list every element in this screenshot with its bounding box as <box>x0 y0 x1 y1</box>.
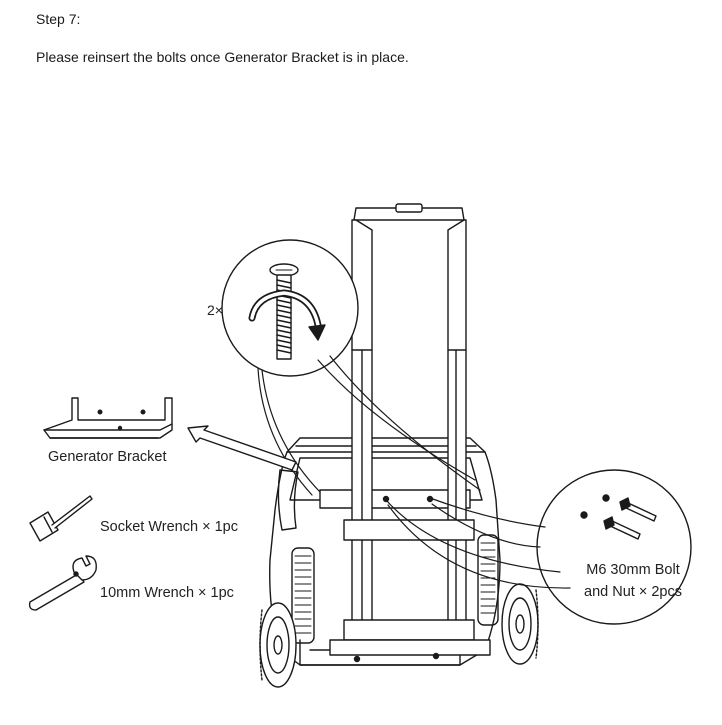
right-wheel <box>501 583 539 665</box>
socket-wrench-icon <box>29 495 93 542</box>
multiplier-label: 2× <box>207 302 223 318</box>
generator-bracket-icon <box>43 397 173 439</box>
open-end-wrench-icon <box>28 555 97 611</box>
instruction-text: Please reinsert the bolts once Generator… <box>36 49 409 65</box>
left-wheel <box>259 602 297 688</box>
bolt-nut-label: M6 30mm Bolt and Nut × 2pcs <box>570 559 696 603</box>
magnifier-leader-lines <box>257 355 481 496</box>
step-title: Step 7: <box>36 11 81 27</box>
generator-bracket-label: Generator Bracket <box>48 449 167 465</box>
bolt-detail-magnifier <box>221 239 359 377</box>
bolt-leader-lines <box>385 497 571 589</box>
bolt-nut-detail-circle <box>536 469 692 625</box>
trolley-handle <box>329 203 491 663</box>
bracket-pointer-arrow <box>187 425 297 471</box>
socket-wrench-label: Socket Wrench × 1pc <box>100 519 238 535</box>
bolt-and-nut-icon <box>603 497 657 540</box>
bolt-rotation-icon <box>248 289 326 341</box>
wrench-10mm-label: 10mm Wrench × 1pc <box>100 585 234 601</box>
bolt-label-line2: and Nut × 2pcs <box>584 584 682 600</box>
bolt-label-line1: M6 30mm Bolt <box>586 562 680 578</box>
